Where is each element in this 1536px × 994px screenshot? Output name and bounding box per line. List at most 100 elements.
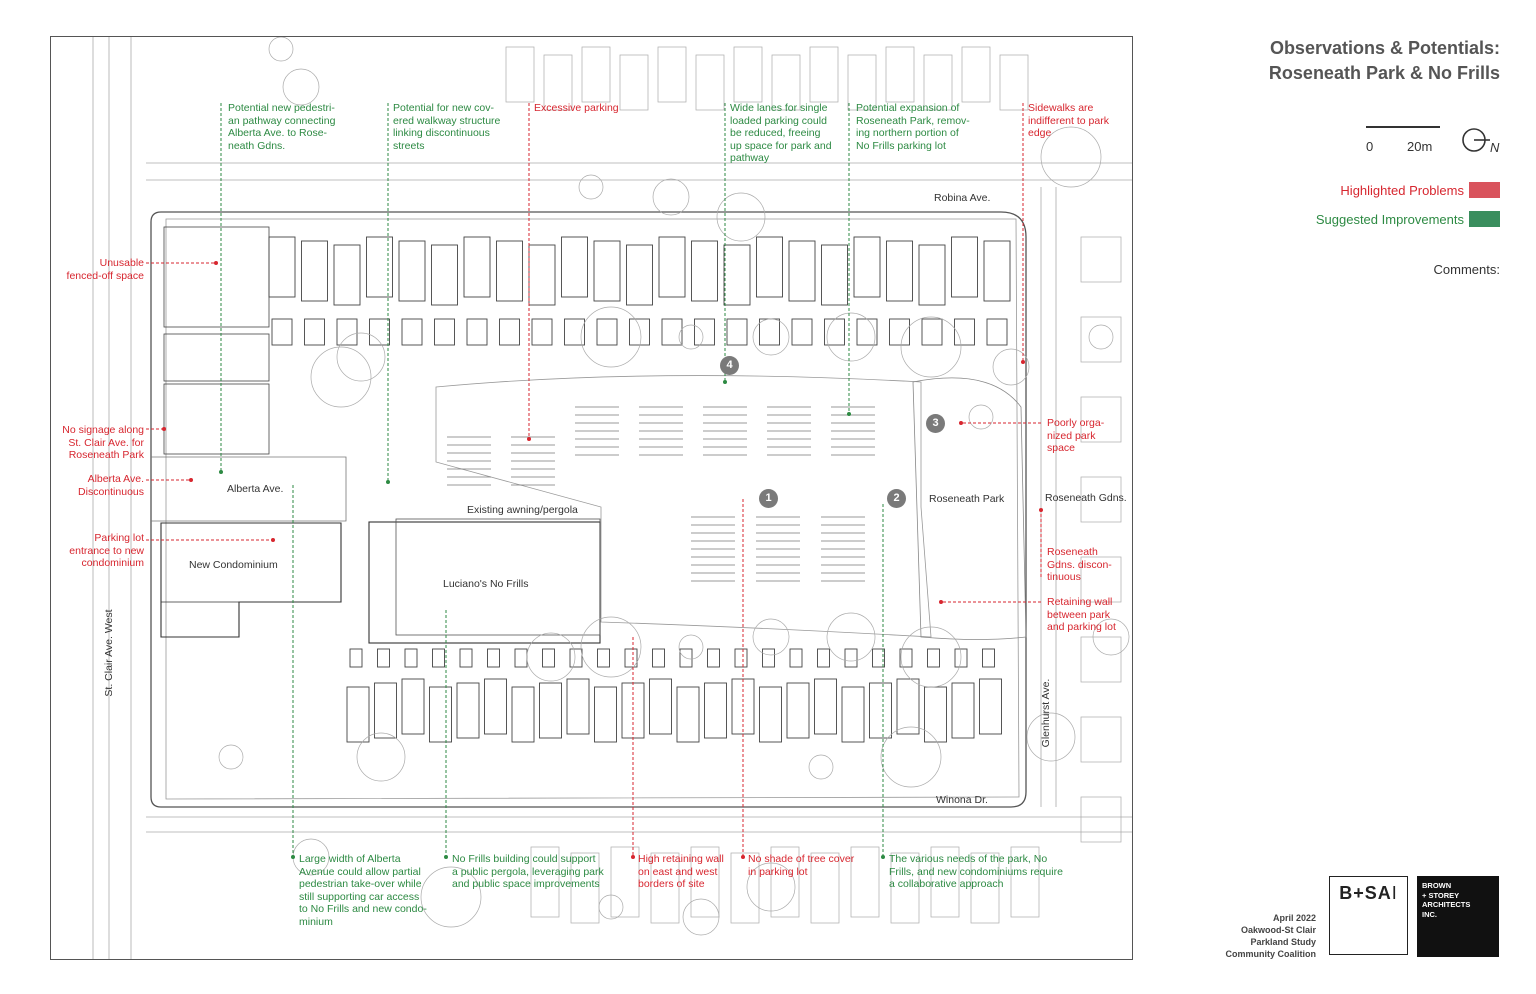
note-alberta-discontinuous: Alberta Ave.Discontinuous	[78, 473, 144, 498]
street-label-alberta: Alberta Ave.	[227, 483, 284, 495]
context-building	[581, 46, 611, 103]
marker-4: 4	[720, 356, 739, 375]
context-building	[1080, 476, 1122, 523]
tree	[420, 866, 482, 928]
tree	[880, 726, 942, 788]
bsa-logo: B+SAI	[1329, 876, 1408, 955]
house	[924, 686, 947, 743]
garage	[734, 648, 748, 668]
garage	[789, 648, 803, 668]
context-building	[1080, 236, 1122, 283]
context-building	[923, 54, 953, 111]
tree	[580, 616, 642, 678]
leader-dot	[631, 855, 635, 859]
house	[886, 240, 913, 302]
house	[853, 236, 881, 298]
house	[704, 682, 727, 739]
garage	[759, 318, 780, 346]
context-building	[1080, 796, 1122, 843]
brown-storey-logo: BROWN + STOREY ARCHITECTS INC.	[1417, 876, 1499, 957]
context-building	[809, 46, 839, 103]
context-building	[657, 46, 687, 103]
tree	[218, 744, 244, 770]
leader-dot	[527, 437, 531, 441]
context-building	[650, 852, 680, 924]
leader-dot	[214, 261, 218, 265]
leader-dot	[723, 380, 727, 384]
note-covered-walkway: Potential for new cov-ered walkway struc…	[393, 102, 501, 152]
house	[401, 678, 425, 735]
context-building	[961, 46, 991, 103]
scale-end-label: 20m	[1407, 139, 1433, 154]
garage	[872, 648, 885, 668]
house	[869, 682, 892, 739]
house	[566, 678, 590, 735]
context-building	[1080, 556, 1122, 603]
house	[374, 682, 397, 739]
tree	[716, 192, 766, 242]
garage	[791, 318, 813, 346]
garage	[459, 648, 473, 668]
garage	[531, 318, 553, 346]
house	[691, 240, 718, 302]
context-building	[530, 846, 560, 918]
tree	[968, 404, 994, 430]
leader-dot	[939, 600, 943, 604]
house	[841, 686, 865, 743]
garage	[336, 318, 358, 346]
house	[676, 686, 700, 743]
house	[429, 686, 452, 743]
garage	[487, 648, 500, 668]
garage	[542, 648, 555, 668]
bsa-logo-mark: B+SA	[1339, 883, 1392, 903]
footer-line-2: Oakwood-St Clair	[1240, 925, 1316, 935]
context-building	[733, 46, 763, 103]
garage	[377, 648, 390, 668]
north-label: N	[1490, 140, 1500, 155]
tree	[900, 626, 962, 688]
garage	[726, 318, 748, 346]
title-line-2: Roseneath Park & No Frills	[1268, 63, 1500, 83]
garage	[982, 648, 995, 668]
context-building	[771, 54, 801, 111]
house	[756, 236, 783, 298]
leader-dot	[959, 421, 963, 425]
context-building	[690, 846, 720, 918]
leader-dot	[444, 855, 448, 859]
scale-bar	[1366, 126, 1440, 128]
house	[951, 682, 975, 739]
house	[979, 678, 1002, 735]
context-building	[543, 54, 573, 111]
street-label-robina: Robina Ave.	[934, 192, 991, 204]
house	[561, 236, 588, 298]
garage	[564, 318, 585, 346]
house	[658, 236, 686, 298]
tree	[752, 318, 790, 356]
tree	[1026, 712, 1076, 762]
house	[593, 240, 621, 302]
garage	[629, 318, 650, 346]
footer-info: April 2022 Oakwood-St Clair Parkland Stu…	[1226, 912, 1317, 960]
context-building	[1080, 716, 1122, 763]
house	[539, 682, 562, 739]
leader-dot	[219, 470, 223, 474]
garage	[304, 318, 325, 346]
house	[268, 236, 296, 298]
label-new-condominium: New Condominium	[189, 559, 278, 571]
tree	[992, 348, 1030, 386]
street-label-roseneath-gdns: Roseneath Gdns.	[1045, 492, 1127, 504]
comments-label: Comments:	[1433, 262, 1500, 277]
tree	[336, 332, 386, 382]
logo-text-3: ARCHITECTS	[1422, 900, 1471, 909]
street-label-st-clair: St. Clair Ave. West	[103, 609, 115, 697]
garage	[596, 318, 618, 346]
house	[456, 682, 480, 739]
tree	[526, 632, 576, 682]
context-building	[1080, 316, 1122, 363]
marker-1: 1	[759, 489, 778, 508]
note-excessive-parking: Excessive parking	[534, 102, 619, 114]
